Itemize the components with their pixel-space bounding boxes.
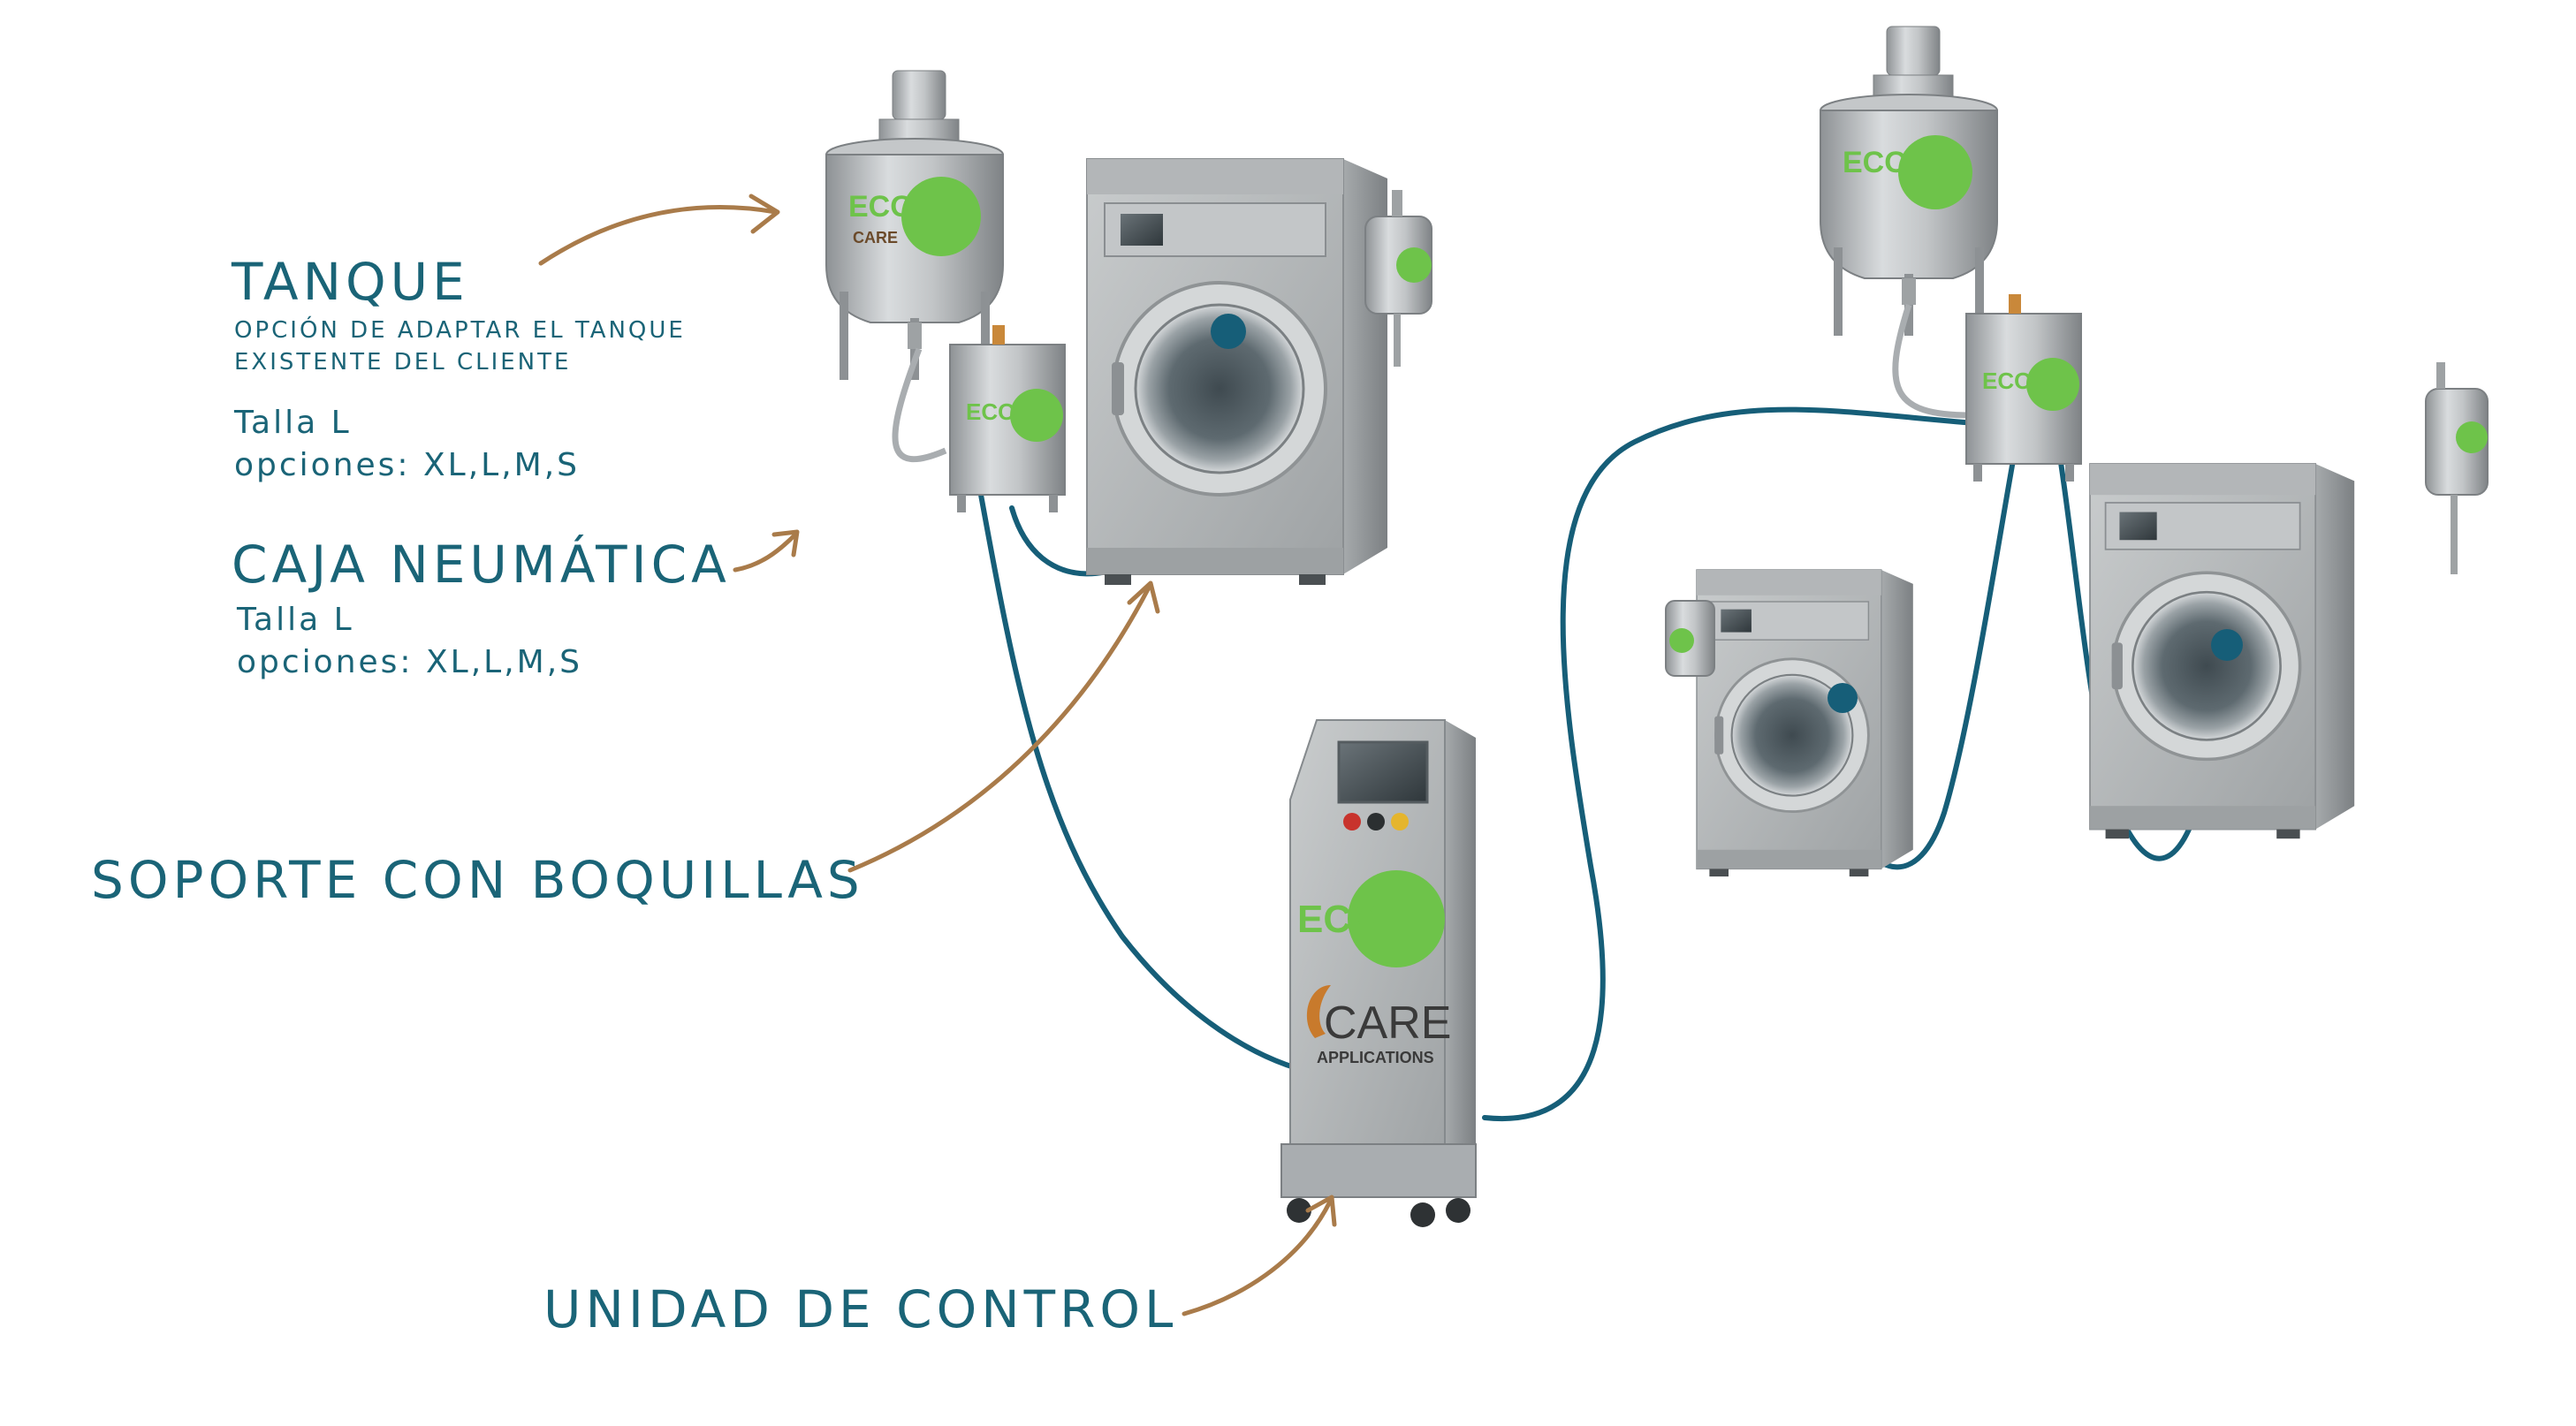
hose-connector-3 [2211, 629, 2243, 661]
curved-arrow-caja-icon [733, 529, 800, 573]
curved-arrow-unidad-icon [1182, 1195, 1337, 1316]
tank-pipe [892, 347, 947, 463]
unit-eco-mark: ECO [1297, 898, 1381, 941]
unit-care-mark: CARE [1324, 997, 1451, 1049]
tanque-options: opciones: XL,L,M,S [234, 447, 581, 483]
hose-connector-2 [1828, 683, 1858, 713]
unit-applications-mark: APPLICATIONS [1317, 1049, 1434, 1066]
tanque-size: Talla L [234, 405, 352, 441]
tanque-subtitle-line2: EXISTENTE DEL CLIENTE [234, 349, 572, 375]
control-unit-icon: ECO CARE APPLICATIONS [1280, 719, 1477, 1227]
box-eco-mark: ECO [966, 398, 1015, 425]
caja-options: opciones: XL,L,M,S [237, 644, 583, 680]
caja-title: CAJA NEUMÁTICA [232, 535, 731, 595]
mixing-tank-2-icon: ECO [1820, 26, 1998, 337]
hose-control-to-right-group [1482, 406, 1991, 1122]
box2-eco-mark: ECO [1982, 368, 2032, 394]
pneumatic-box-2-icon: ECO [1965, 293, 2082, 482]
soporte-title: SOPORTE CON BOQUILLAS [91, 850, 864, 910]
tank2-eco-mark: ECO [1843, 146, 1908, 179]
hose-connector-1 [1211, 314, 1246, 349]
mixing-tank-icon: ECO CARE [825, 70, 1004, 381]
pneumatic-box-icon: ECO [949, 324, 1066, 513]
washing-machine-icon [1085, 157, 1389, 587]
tank-care-mark: CARE [853, 229, 898, 247]
unidad-title: UNIDAD DE CONTROL [543, 1279, 1178, 1339]
washing-machine-2-icon [1695, 568, 1915, 878]
curved-arrow-soporte-icon [847, 580, 1160, 873]
hose-box-to-control-unit [978, 492, 1319, 1076]
nozzle-support-icon [1364, 190, 1432, 367]
tank2-pipe [1892, 303, 1972, 419]
unit-orange-swoosh [1306, 985, 1331, 1038]
arrows [538, 193, 1337, 1316]
tanque-title: TANQUE [232, 252, 469, 312]
caja-size: Talla L [237, 602, 354, 638]
tanque-subtitle-line1: OPCIÓN DE ADAPTAR EL TANQUE [234, 317, 686, 344]
nozzle-support-2-icon [1665, 600, 1715, 677]
nozzle-support-3-icon [2425, 362, 2489, 574]
tank-eco-mark: ECO [848, 190, 914, 224]
curved-arrow-icon [538, 193, 780, 266]
